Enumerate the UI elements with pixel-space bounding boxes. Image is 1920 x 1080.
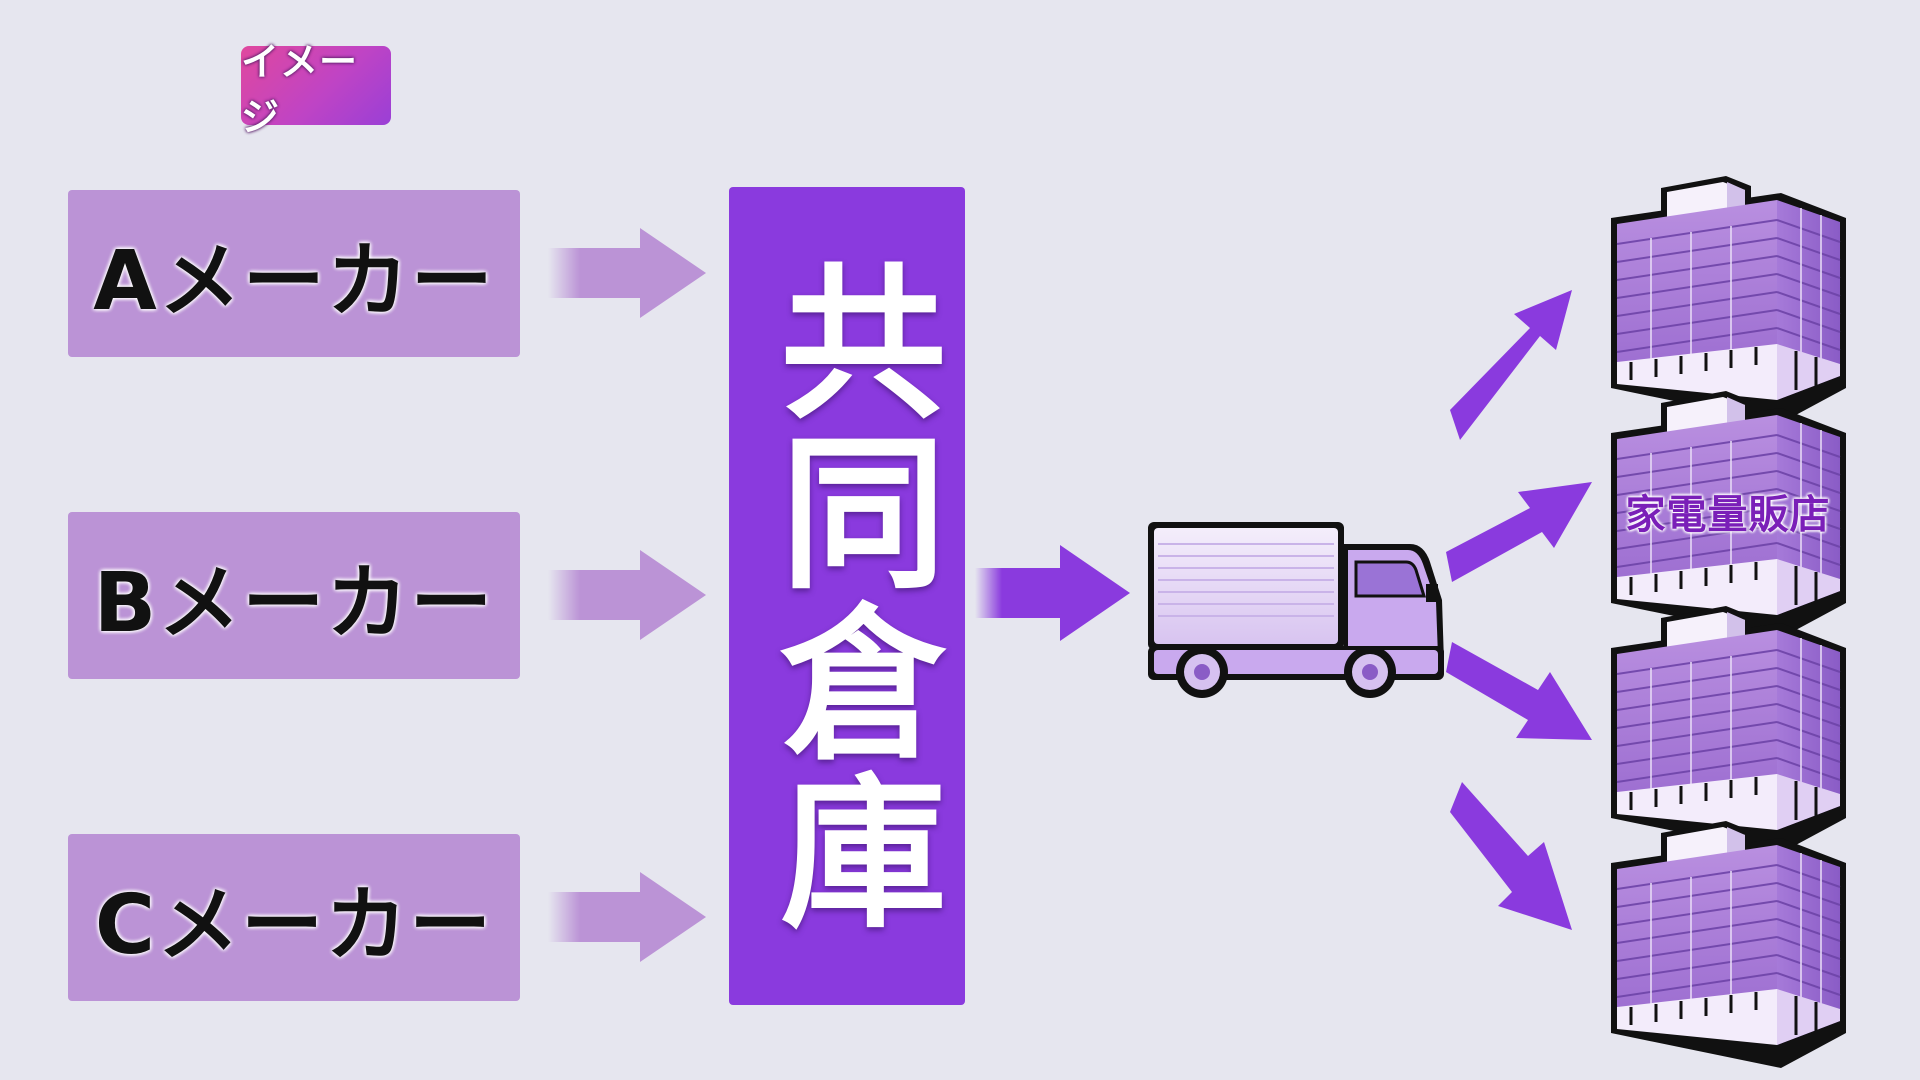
- arrow-maker-b-to-warehouse: [548, 550, 706, 640]
- arrow-truck-to-store-1: [1450, 290, 1572, 440]
- shared-warehouse-box: 共同倉庫: [729, 187, 965, 1005]
- arrow-truck-to-store-3: [1446, 642, 1592, 740]
- maker-c-box: Cメーカー: [68, 834, 520, 1001]
- warehouse-label: 共同倉庫: [751, 256, 944, 936]
- arrow-maker-c-to-warehouse: [548, 872, 706, 962]
- maker-b-box: Bメーカー: [68, 512, 520, 679]
- maker-a-box: Aメーカー: [68, 190, 520, 357]
- arrow-truck-to-store-2: [1446, 482, 1592, 582]
- store-building-icon: [1609, 174, 1848, 425]
- arrow-truck-to-store-4: [1450, 782, 1572, 930]
- store-building-icon: [1609, 604, 1848, 855]
- image-badge: イメージ: [241, 40, 391, 139]
- store-label: 家電量販店: [1625, 492, 1831, 538]
- arrow-maker-a-to-warehouse: [548, 228, 706, 318]
- truck-icon: [1148, 522, 1444, 698]
- arrow-warehouse-to-truck: [975, 545, 1130, 641]
- store-building-icon: [1609, 819, 1848, 1070]
